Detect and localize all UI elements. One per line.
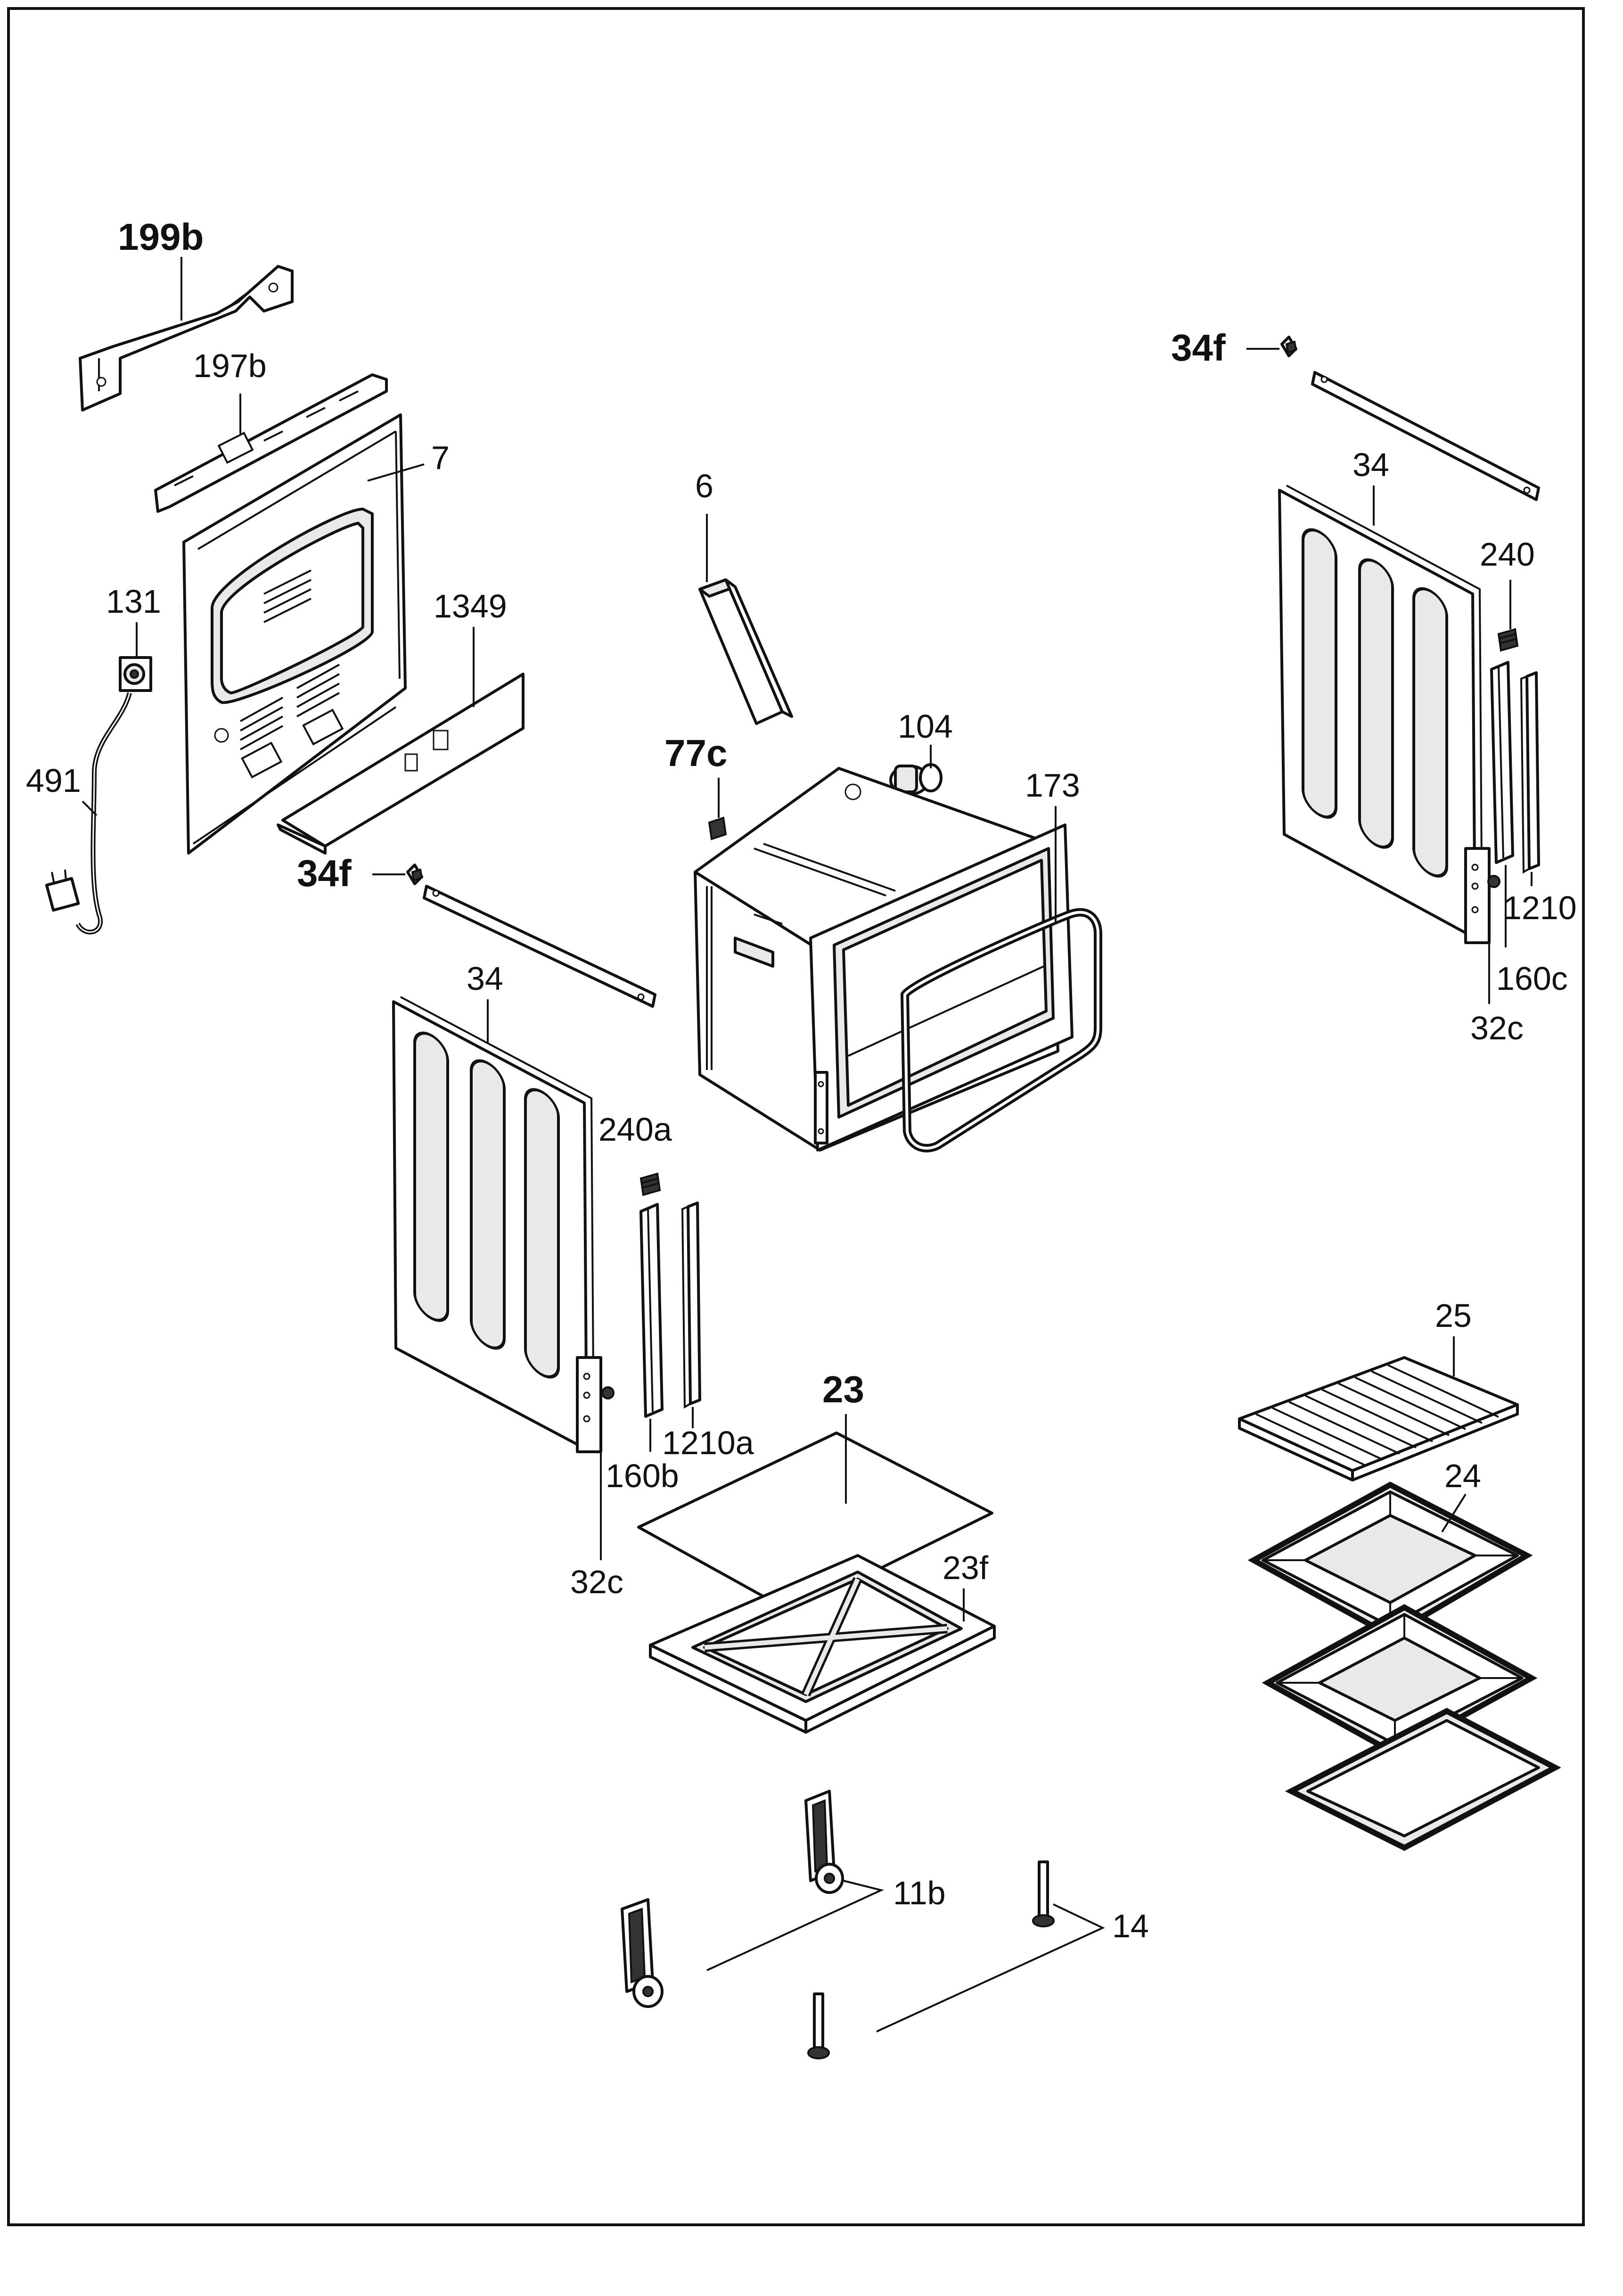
part-24-tray-middle xyxy=(1262,1604,1538,1757)
part-11b-foot-a xyxy=(804,1790,844,1894)
part-1210-strip xyxy=(1520,671,1540,874)
part-173-door-seal xyxy=(900,908,1102,1152)
leader-24 xyxy=(1441,1493,1467,1533)
part-11b-foot-b xyxy=(621,1898,664,2008)
label-23: 23 xyxy=(822,1368,864,1410)
part-1210a-strip xyxy=(681,1201,701,1409)
part-1349-plate xyxy=(277,673,525,855)
part-34-right-side-panel xyxy=(1278,485,1491,944)
part-32c-left-screw xyxy=(601,1386,615,1399)
label-11b: 11b xyxy=(893,1875,946,1911)
part-160b-strip xyxy=(639,1203,664,1418)
part-197b-vent-strip xyxy=(154,373,388,513)
part-oven-cavity xyxy=(694,767,1074,1152)
label-23f: 23f xyxy=(943,1549,989,1586)
label-34-left: 34 xyxy=(467,960,503,997)
label-197b: 197b xyxy=(193,347,267,384)
part-7-back-panel xyxy=(182,413,407,855)
part-23f-frame xyxy=(649,1554,996,1734)
part-77c-clip xyxy=(708,816,727,840)
part-240-block xyxy=(1497,628,1519,652)
label-34f-right: 34f xyxy=(1171,327,1226,369)
label-32c-right: 32c xyxy=(1470,1010,1524,1046)
label-160b: 160b xyxy=(606,1457,679,1494)
leader-7 xyxy=(367,463,425,482)
label-1210: 1210 xyxy=(1503,889,1577,926)
part-right-top-rail xyxy=(1311,371,1540,501)
part-25-wire-rack xyxy=(1238,1356,1519,1481)
label-14: 14 xyxy=(1112,1908,1149,1944)
part-240a-block xyxy=(639,1172,661,1196)
label-24: 24 xyxy=(1444,1457,1481,1494)
label-240: 240 xyxy=(1480,536,1535,573)
label-25: 25 xyxy=(1435,1297,1472,1334)
label-160c: 160c xyxy=(1496,960,1568,997)
part-34-left-side-panel xyxy=(392,996,602,1453)
part-24-tray-top xyxy=(1247,1481,1533,1639)
leader-11b xyxy=(706,1880,885,1971)
label-1349: 1349 xyxy=(434,588,507,625)
label-173: 173 xyxy=(1025,767,1080,804)
leader-491 xyxy=(82,800,98,816)
part-14-screw-b xyxy=(807,1992,830,2059)
part-160c-strip xyxy=(1490,661,1514,864)
label-491: 491 xyxy=(26,762,81,799)
label-77c: 77c xyxy=(664,732,727,774)
label-104: 104 xyxy=(898,708,953,745)
part-32c-right-screw xyxy=(1487,875,1500,888)
part-6-air-duct xyxy=(698,578,793,725)
label-131: 131 xyxy=(106,583,161,620)
leader-14 xyxy=(876,1903,1105,2033)
part-199b-bracket xyxy=(79,265,294,411)
part-23-sheet xyxy=(637,1432,993,1613)
part-14-screw-a xyxy=(1032,1860,1055,1927)
label-240a: 240a xyxy=(598,1111,672,1148)
part-34f-right-clip xyxy=(1280,336,1297,357)
label-7: 7 xyxy=(431,439,450,476)
label-199b: 199b xyxy=(118,216,204,258)
label-34f-left: 34f xyxy=(297,852,352,894)
label-34-right: 34 xyxy=(1352,446,1389,483)
label-6: 6 xyxy=(695,468,713,504)
part-34f-left-clip xyxy=(406,864,423,885)
part-131-terminal-block xyxy=(119,656,152,692)
label-32c-left: 32c xyxy=(570,1564,623,1600)
part-left-top-rail xyxy=(423,885,656,1008)
part-491-power-cable xyxy=(45,692,132,935)
part-24-tray-bottom xyxy=(1285,1708,1561,1851)
label-1210a: 1210a xyxy=(662,1424,754,1461)
